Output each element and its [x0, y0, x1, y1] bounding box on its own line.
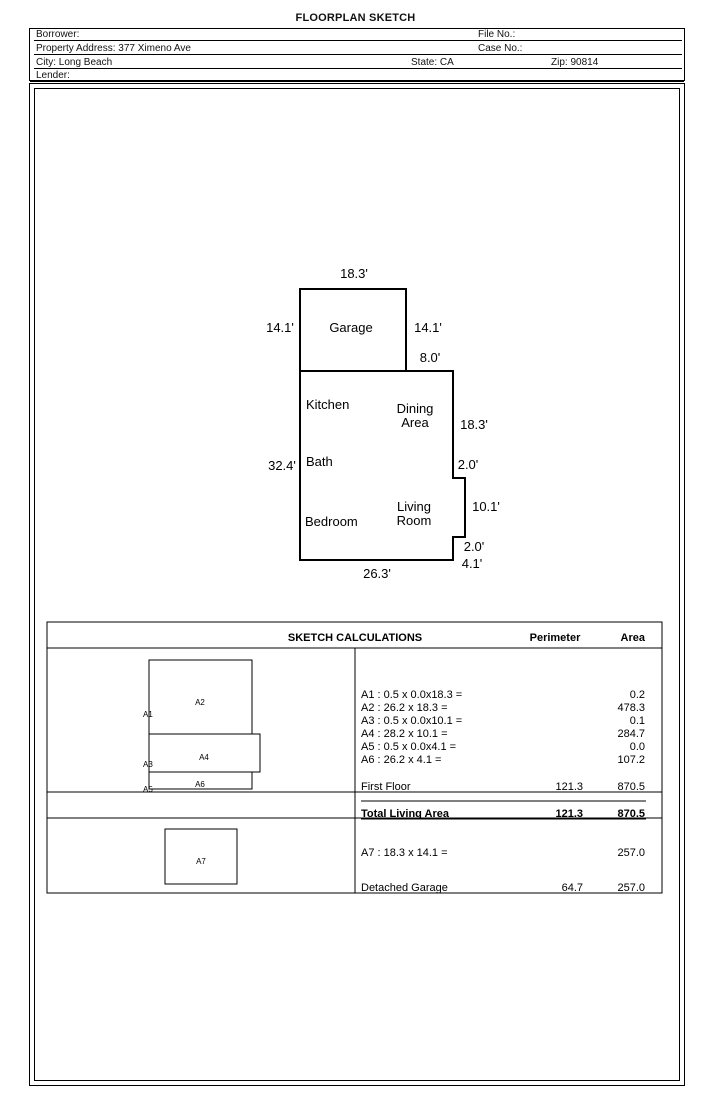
sketch-page-inner-frame: [34, 88, 680, 1081]
city-label: City:: [36, 57, 56, 68]
state-field: State: CA: [411, 57, 454, 69]
dim-right-mid: 10.1': [472, 499, 500, 514]
room-living-line-2: Room: [397, 513, 432, 528]
document-title: FLOORPLAN SKETCH: [295, 12, 416, 24]
calc-title: SKETCH CALCULATIONS: [288, 632, 422, 644]
dim-garage-right: 14.1': [414, 320, 442, 335]
calc-row-area: 107.2: [617, 754, 645, 766]
dim-bottom-side: 26.3': [363, 566, 391, 581]
zip-field: Zip: 90814: [551, 57, 598, 69]
state-value: CA: [439, 57, 454, 68]
room-bedroom: Bedroom: [305, 514, 358, 529]
room-living-line-1: Living: [397, 499, 431, 514]
room-bath: Bath: [306, 454, 333, 469]
calc-row-area: 0.1: [630, 715, 645, 727]
zip-label: Zip:: [551, 57, 568, 68]
dim-right-step-2: 2.0': [464, 539, 485, 554]
garage-formula-area: 257.0: [617, 847, 645, 859]
dim-garage-top: 18.3': [340, 266, 368, 281]
detached-garage-label: Detached Garage: [361, 882, 448, 894]
calc-row-formula: A2 : 26.2 x 18.3 =: [361, 702, 448, 714]
calc-row-area: 478.3: [617, 702, 645, 714]
property-address-label: Property Address:: [36, 43, 116, 54]
calc-row-formula: A4 : 28.2 x 10.1 =: [361, 728, 448, 740]
state-label: State:: [411, 57, 438, 68]
total-living-area-label: Total Living Area: [361, 808, 450, 820]
col-area-header: Area: [621, 632, 646, 644]
area-label-a4: A4: [199, 753, 209, 762]
room-dining-line-1: Dining: [397, 401, 434, 416]
calc-row-formula: A5 : 0.5 x 0.0x4.1 =: [361, 741, 456, 753]
dim-garage-left: 14.1': [266, 320, 294, 335]
detached-garage-perimeter: 64.7: [562, 882, 583, 894]
garage-formula: A7 : 18.3 x 14.1 =: [361, 847, 448, 859]
header-rule: [34, 68, 682, 69]
house-outline: [299, 370, 466, 561]
property-address-value: 377 Ximeno Ave: [118, 43, 191, 54]
first-floor-perimeter: 121.3: [555, 781, 583, 793]
dim-left-side: 32.4': [268, 458, 296, 473]
calc-row-formula: A6 : 26.2 x 4.1 =: [361, 754, 441, 766]
room-dining-line-2: Area: [401, 415, 429, 430]
dim-right-lower: 4.1': [462, 556, 483, 571]
dim-house-top-step: 8.0': [420, 350, 441, 365]
case-number-label: Case No.:: [478, 43, 523, 54]
header-form: Borrower: File No.: Property Address: 37…: [29, 28, 685, 82]
area-a7-box: [164, 828, 238, 885]
total-living-area-perimeter: 121.3: [555, 808, 583, 820]
col-perimeter-header: Perimeter: [530, 632, 581, 644]
room-garage: Garage: [329, 320, 372, 335]
detached-garage-area: 257.0: [617, 882, 645, 894]
calc-row-formula: A3 : 0.5 x 0.0x10.1 =: [361, 715, 462, 727]
area-a6-box: [148, 771, 253, 790]
city-field: City: Long Beach: [36, 57, 112, 69]
header-rule: [34, 54, 682, 55]
area-label-a1: A1: [143, 710, 153, 719]
area-label-a6: A6: [195, 780, 205, 789]
sketch-page-frame: [29, 83, 685, 1086]
header-rule: [30, 81, 684, 82]
area-label-a5: A5: [143, 785, 153, 794]
lender-label: Lender:: [36, 70, 70, 81]
borrower-label: Borrower:: [36, 29, 80, 40]
first-floor-area: 870.5: [617, 781, 645, 793]
calculations-table: [46, 621, 663, 894]
area-label-a7: A7: [196, 857, 206, 866]
file-number-label: File No.:: [478, 29, 516, 40]
first-floor-rows: A1 : 0.5 x 0.0x18.3 = 0.2 A2 : 26.2 x 18…: [361, 689, 645, 894]
total-living-area-value: 870.5: [617, 808, 645, 820]
calc-row-area: 0.2: [630, 689, 645, 701]
area-label-a2: A2: [195, 698, 205, 707]
dim-right-step-1: 2.0': [458, 457, 479, 472]
calc-row-area: 284.7: [617, 728, 645, 740]
zip-value: 90814: [570, 57, 599, 68]
area-a2-box: [148, 659, 253, 735]
calc-row-formula: A1 : 0.5 x 0.0x18.3 =: [361, 689, 462, 701]
dim-right-upper: 18.3': [460, 417, 488, 432]
property-address-field: Property Address: 377 Ximeno Ave: [36, 43, 191, 55]
city-value: Long Beach: [58, 57, 113, 68]
area-label-a3: A3: [143, 760, 153, 769]
calc-row-area: 0.0: [630, 741, 645, 753]
room-kitchen: Kitchen: [306, 397, 349, 412]
header-rule: [34, 40, 682, 41]
first-floor-label: First Floor: [361, 781, 411, 793]
